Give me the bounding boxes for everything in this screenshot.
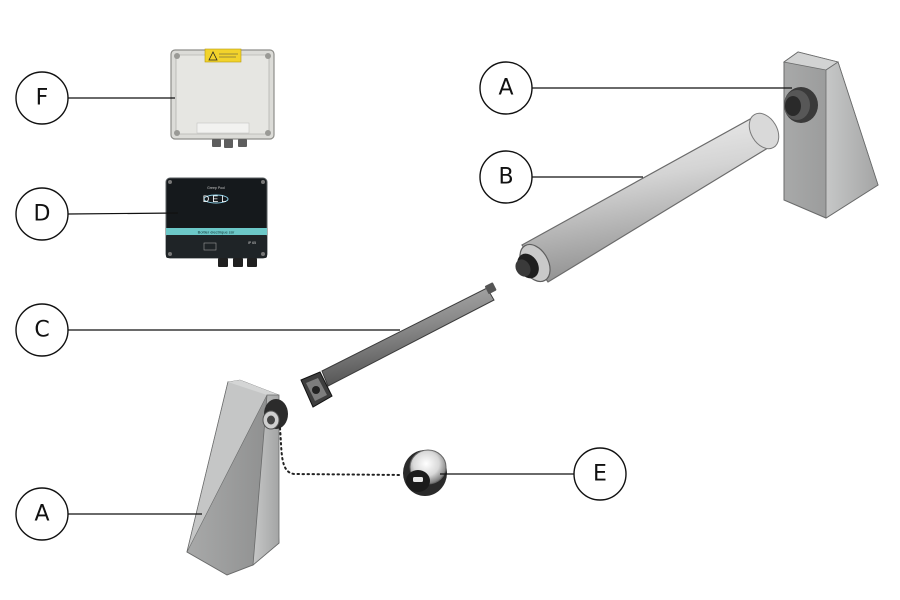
control-box-top-text: Greep Pool [207,186,225,190]
leader-lines [67,87,792,515]
control-box-brand: DEL [203,194,230,204]
callout-D: D [15,187,69,241]
roller-tube-B [515,112,780,283]
bearing-post-A-top [783,51,879,219]
callout-label-B: B [498,165,513,190]
control-box-subtitle: Boîtier électrique sûr [198,230,235,235]
control-box-ip-rating: IP 65 [248,241,256,245]
callout-F: F [15,71,69,125]
callout-B: B [479,150,533,204]
control-box-D: Greep Pool DEL Boîtier électrique sûr IP… [165,177,268,267]
callout-label-A-bottom: A [34,502,49,527]
leader-line-D [67,212,179,215]
key-switch-E [279,427,447,496]
callout-A-top: A [479,61,533,115]
callout-C: C [15,303,69,357]
bearing-post-A-bottom [186,379,288,576]
callout-label-F: F [36,86,49,111]
callouts: F D C A B E A [15,61,627,541]
callout-label-E: E [593,462,607,487]
callout-E: E [573,447,627,501]
callout-A-bottom: A [15,487,69,541]
tubular-motor-C [300,282,497,408]
callout-label-C: C [34,318,49,343]
junction-box-F [170,48,275,148]
callout-label-A-top: A [498,76,513,101]
callout-label-D: D [34,202,51,227]
